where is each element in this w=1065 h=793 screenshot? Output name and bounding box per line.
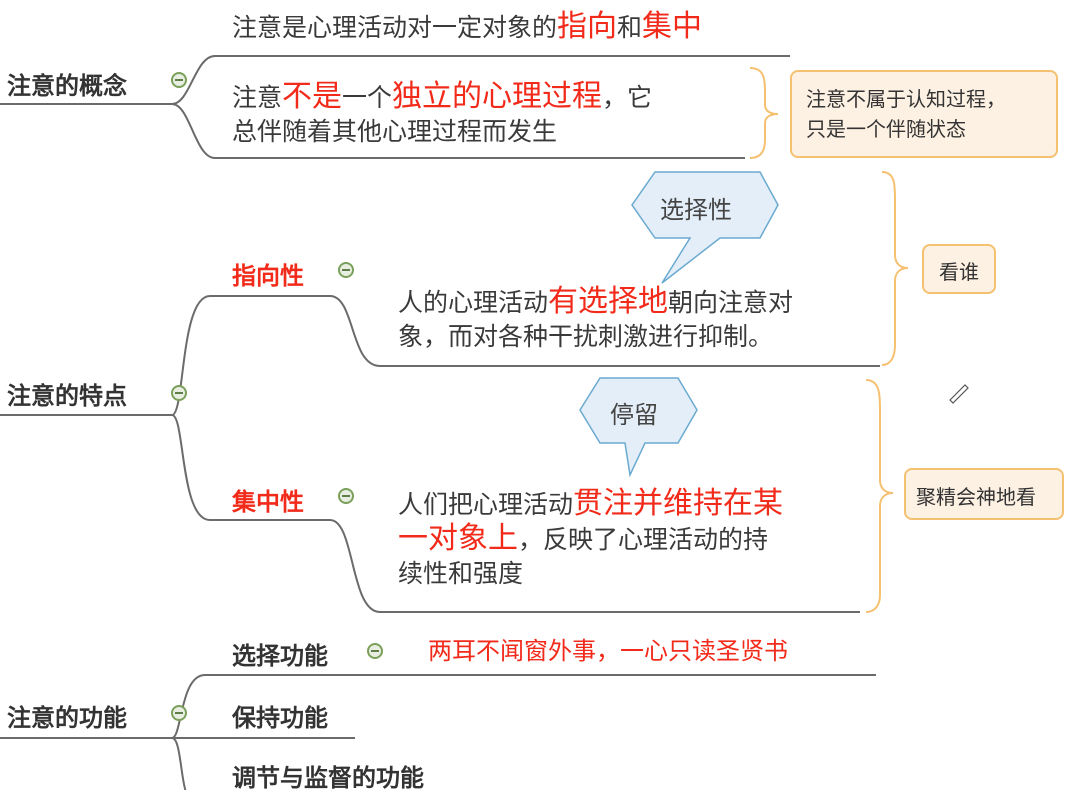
highlight-direction: 指向 (557, 9, 618, 44)
concept-definition[interactable]: 注意是心理活动对一定对象的指向和集中 (232, 10, 702, 45)
text: ，反映了心理活动的持 (518, 525, 769, 554)
concentration-description[interactable]: 人们把心理活动贯注并维持在某 一对象上，反映了心理活动的持 续性和强度 (398, 487, 783, 591)
highlight-selectively: 有选择地 (548, 284, 669, 319)
collapse-toggle-icon[interactable] (338, 262, 354, 278)
callout-stay[interactable]: 停留 (610, 401, 658, 429)
topic-concept[interactable]: 注意的概念 (7, 72, 127, 100)
directivity-description[interactable]: 人的心理活动有选择地朝向注意对 象，而对各种干扰刺激进行抑制。 (398, 285, 793, 354)
collapse-toggle-icon[interactable] (171, 705, 187, 721)
function-select-detail[interactable]: 两耳不闻窗外事，一心只读圣贤书 (428, 637, 788, 665)
text: 一个 (342, 83, 393, 112)
directivity-note[interactable]: 看谁 (922, 244, 996, 294)
text: 人的心理活动 (398, 288, 549, 317)
highlight-on-object: 一对象上 (398, 521, 518, 556)
note-line2: 只是一个伴随状态 (806, 117, 966, 141)
concept-note[interactable]: 注意不属于认知过程， 只是一个伴随状态 (790, 70, 1058, 158)
callout-selectivity[interactable]: 选择性 (660, 196, 732, 224)
collapse-toggle-icon[interactable] (338, 488, 354, 504)
function-maintain[interactable]: 保持功能 (232, 704, 328, 732)
text-line3: 续性和强度 (398, 559, 524, 588)
topic-functions[interactable]: 注意的功能 (7, 704, 127, 732)
topic-features[interactable]: 注意的特点 (7, 382, 127, 410)
definition-and: 和 (617, 13, 643, 42)
subtopic-concentration[interactable]: 集中性 (232, 488, 304, 516)
collapse-toggle-icon[interactable] (171, 385, 187, 401)
collapse-toggle-icon[interactable] (367, 643, 383, 659)
collapse-toggle-icon[interactable] (171, 72, 187, 88)
text-line2: 象，而对各种干扰刺激进行抑制。 (398, 322, 774, 351)
highlight-focus-maintain: 贯注并维持在某 (573, 486, 784, 521)
text: 朝向注意对 (668, 288, 794, 317)
highlight-concentration: 集中 (642, 9, 703, 44)
concept-not-independent[interactable]: 注意不是一个独立的心理过程，它 总伴随着其他心理过程而发生 (232, 80, 652, 149)
subtopic-directivity[interactable]: 指向性 (232, 262, 304, 290)
function-select[interactable]: 选择功能 (232, 642, 328, 670)
highlight-not: 不是 (282, 79, 343, 114)
text-line2: 总伴随着其他心理过程而发生 (232, 117, 558, 146)
concentration-note[interactable]: 聚精会神地看 (904, 468, 1064, 520)
text: 注意 (232, 83, 283, 112)
note-line1: 注意不属于认知过程， (806, 87, 1006, 111)
highlight-independent-process: 独立的心理过程 (392, 79, 603, 114)
definition-text: 注意是心理活动对一定对象的 (232, 13, 558, 42)
function-regulate[interactable]: 调节与监督的功能 (232, 764, 424, 792)
text: ，它 (602, 83, 653, 112)
text: 人们把心理活动 (398, 490, 574, 519)
